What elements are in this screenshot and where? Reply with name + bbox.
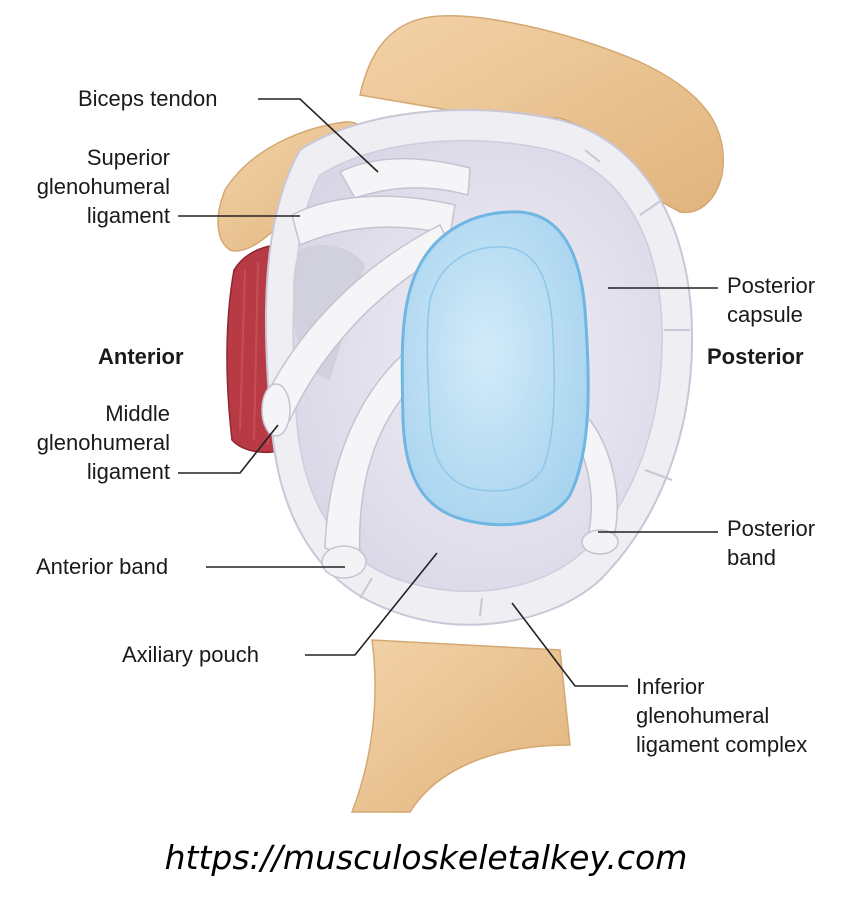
- glenoid-fossa: [400, 210, 590, 527]
- label-inferior-glenohumeral-ligament-complex: Inferior glenohumeral ligament complex: [636, 674, 808, 757]
- leader-axillary-pouch: [305, 552, 438, 656]
- leader-biceps-tendon: [258, 98, 379, 173]
- source-url: https://musculoskeletalkey.com: [164, 838, 688, 877]
- label-biceps-tendon: Biceps tendon: [78, 86, 218, 111]
- label-middle-glenohumeral-ligament: Middle glenohumeral ligament: [36, 401, 170, 484]
- leader-mghl: [178, 424, 279, 474]
- label-axillary-pouch: Axiliary pouch: [122, 642, 259, 667]
- superior-glenohumeral-ligament: [291, 195, 456, 247]
- label-anterior: Anterior: [98, 344, 184, 369]
- biceps-tendon: [338, 158, 471, 199]
- label-posterior-band: Posterior band: [727, 516, 816, 570]
- label-posterior-capsule: Posterior capsule: [727, 273, 816, 327]
- label-anterior-band: Anterior band: [36, 554, 169, 579]
- label-superior-glenohumeral-ligament: Superior glenohumeral ligament: [36, 145, 170, 228]
- label-posterior: Posterior: [707, 344, 804, 369]
- humerus-shaft: [350, 639, 571, 813]
- glenoid-inner-rim: [426, 246, 556, 492]
- leader-lines: [178, 98, 718, 687]
- leader-ighl-complex: [511, 602, 628, 687]
